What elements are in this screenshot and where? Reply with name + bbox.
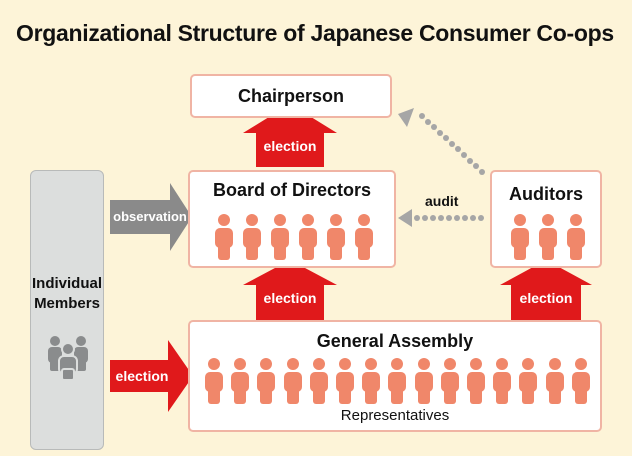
individual-members-node: Individual Members <box>30 170 104 450</box>
chairperson-node: Chairperson <box>190 74 392 118</box>
audit-connector <box>398 209 484 227</box>
person-icon <box>327 214 345 260</box>
person-icon <box>257 358 276 404</box>
election-arrow-auditors <box>500 260 592 320</box>
person-icon <box>309 358 328 404</box>
chairperson-label: Chairperson <box>237 86 345 106</box>
person-icon <box>355 214 373 260</box>
person-icon <box>493 358 512 404</box>
auditors-label: Auditors <box>509 184 583 204</box>
person-icon <box>567 214 585 260</box>
person-icon <box>388 358 407 404</box>
audit-label: audit <box>425 193 459 209</box>
election-label-chairperson: election <box>263 138 317 154</box>
election-arrow-assembly <box>110 340 193 412</box>
person-icon <box>283 358 302 404</box>
person-icon <box>231 358 250 404</box>
auditors-node: Auditors <box>490 170 602 268</box>
group-icon <box>48 336 88 381</box>
election-arrow-board <box>243 260 337 320</box>
assembly-people <box>204 358 590 404</box>
election-arrow-chairperson <box>243 104 337 167</box>
board-people <box>214 214 374 260</box>
audit-chair-connector <box>398 108 485 175</box>
person-icon <box>571 358 590 404</box>
person-icon <box>271 214 289 260</box>
board-node: Board of Directors <box>188 170 396 268</box>
board-label: Board of Directors <box>212 180 372 200</box>
observation-arrow <box>110 183 192 251</box>
person-icon <box>519 358 538 404</box>
election-label-assembly: election <box>115 368 169 384</box>
person-icon <box>414 358 433 404</box>
person-icon <box>467 358 485 404</box>
election-label-auditors: election <box>519 290 573 306</box>
person-icon <box>539 214 557 260</box>
person-icon <box>336 358 354 404</box>
person-icon <box>205 358 223 404</box>
diagram-title: Organizational Structure of Japanese Con… <box>16 20 614 46</box>
person-icon <box>440 358 459 404</box>
general-assembly-node: General Assembly Representatives <box>188 320 602 432</box>
person-icon <box>545 358 564 404</box>
person-icon <box>243 214 261 260</box>
members-label: Individual Members <box>31 274 103 314</box>
person-icon <box>511 214 529 260</box>
person-icon <box>299 214 317 260</box>
representatives-label: Representatives <box>340 407 450 424</box>
members-label-line2: Members <box>34 295 100 312</box>
person-icon <box>362 358 381 404</box>
auditor-people <box>510 214 588 260</box>
observation-label: observation <box>113 209 187 224</box>
election-label-board: election <box>263 290 317 306</box>
person-icon <box>215 214 233 260</box>
members-label-line1: Individual <box>31 275 102 292</box>
general-assembly-label: General Assembly <box>316 331 474 351</box>
